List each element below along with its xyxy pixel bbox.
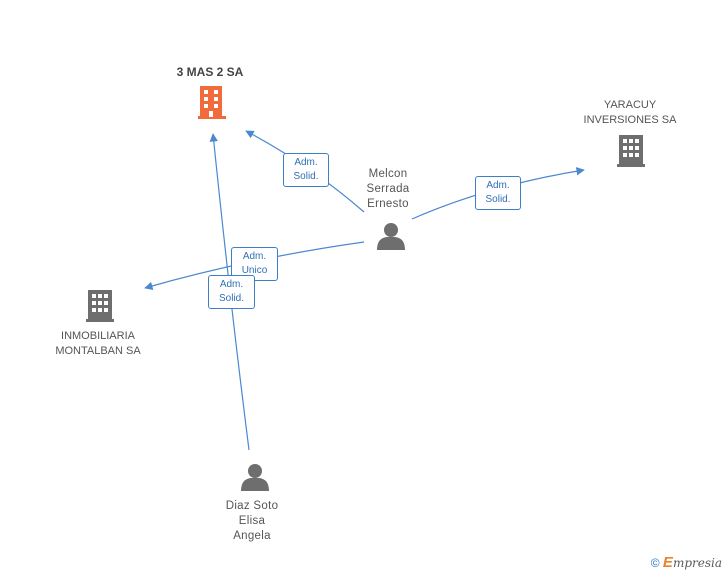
company-name-line: INMOBILIARIA (61, 330, 135, 342)
edge-label-line: Adm. (294, 157, 318, 168)
edge-label-melcon-main: Adm. Solid. (283, 153, 329, 187)
building-icon (198, 86, 226, 119)
edge-label-line: Adm. (242, 251, 267, 262)
brand-initial: E (662, 554, 673, 571)
edge-label-melcon-yaracuy: Adm. Solid. (475, 176, 521, 210)
company-name-main[interactable]: 3 MAS 2 SA (176, 65, 244, 79)
building-icon (617, 135, 645, 167)
edge-label-line: Solid. (485, 194, 511, 205)
building-icon (86, 290, 114, 322)
person-name-line: Elisa (238, 515, 266, 527)
company-name-line: INVERSIONES SA (583, 114, 677, 126)
company-name-inmobiliaria[interactable]: INMOBILIARIA MONTALBAN SA (38, 329, 158, 359)
edge-label-line: Adm. (219, 279, 244, 290)
brand-name: mpresia (672, 556, 722, 570)
person-name-line: Melcon (368, 168, 408, 180)
empresia-logo[interactable]: © Empresia (651, 554, 722, 571)
edge-label-diaz-main: Adm. Solid. (208, 275, 255, 309)
person-icon (377, 223, 405, 250)
person-name-line: Ernesto (367, 198, 409, 210)
edge-label-line: Solid. (293, 171, 319, 182)
company-name-yaracuy[interactable]: YARACUY INVERSIONES SA (570, 98, 690, 128)
edge-label-line: Adm. (486, 180, 510, 191)
person-name-line: Serrada (366, 183, 410, 195)
edge-label-line: Solid. (218, 293, 244, 304)
person-name-diaz[interactable]: Diaz Soto Elisa Angela (212, 499, 292, 544)
person-name-melcon[interactable]: Melcon Serrada Ernesto (348, 167, 428, 212)
company-name-line: YARACUY (603, 99, 657, 111)
person-icon (241, 464, 269, 491)
person-name-line: Diaz Soto (225, 500, 279, 512)
copyright-symbol: © (650, 556, 660, 570)
edge-label-line: Unico (241, 265, 268, 276)
person-name-line: Angela (233, 530, 271, 542)
company-name-line: MONTALBAN SA (55, 345, 141, 357)
